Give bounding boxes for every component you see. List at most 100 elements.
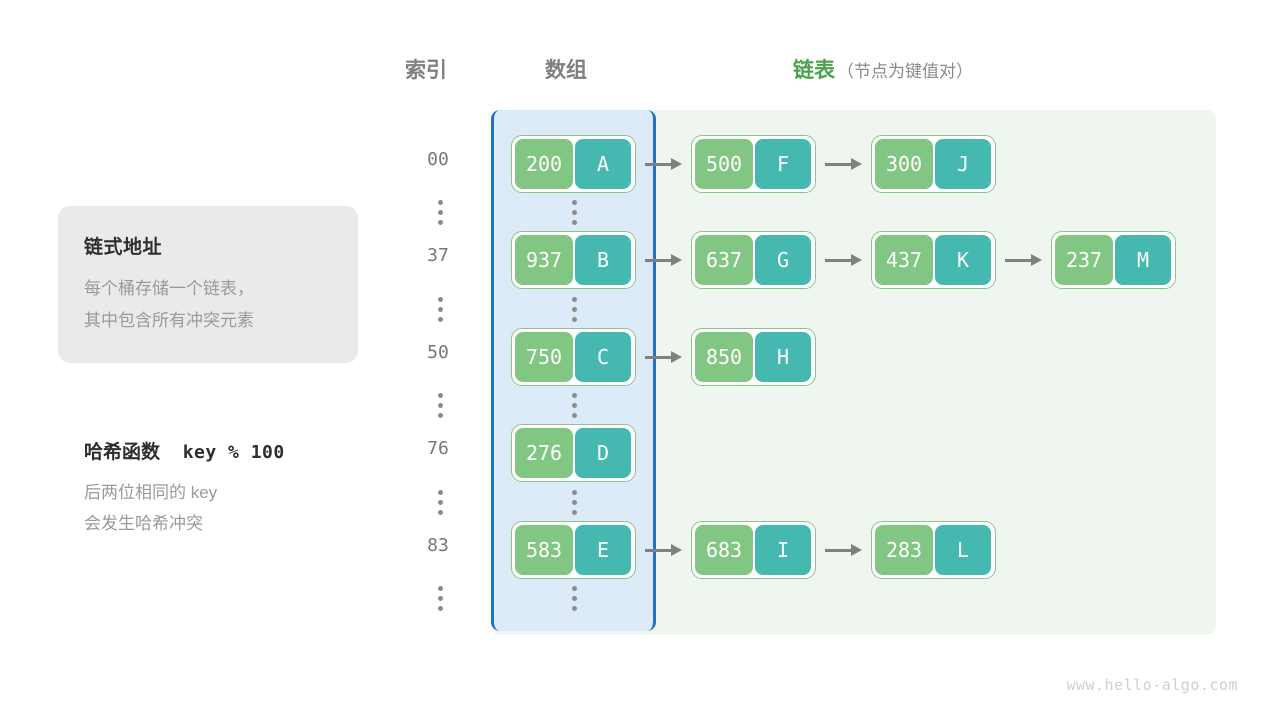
node-key: 683 [695,525,753,575]
chain-arrow [825,544,862,556]
dot [437,596,443,601]
column-header-array: 数组 [545,59,587,82]
column-header-linked-list-sub: （节点为键值对） [837,62,973,81]
node-value: G [755,235,811,285]
chain-arrow [1005,254,1042,266]
dot [571,220,577,225]
node-key: 437 [875,235,933,285]
dot [437,307,443,312]
index-ellipsis [435,490,445,515]
node-key: 937 [515,235,573,285]
arrow-head [671,254,682,266]
index-ellipsis [435,297,445,322]
array-ellipsis [569,393,579,418]
arrow-head [1031,254,1042,266]
dot [437,413,443,418]
dot [437,220,443,225]
node-value: C [575,332,631,382]
node-value: B [575,235,631,285]
arrow-shaft [825,259,852,262]
dot [437,200,443,205]
node-value: K [935,235,991,285]
dot [571,596,577,601]
dot [437,606,443,611]
dot [437,510,443,515]
node-key: 583 [515,525,573,575]
chain-arrow [645,544,682,556]
node-value: H [755,332,811,382]
chain-arrow [645,158,682,170]
arrow-shaft [1005,259,1032,262]
node-value: I [755,525,811,575]
arrow-head [851,158,862,170]
dot [571,403,577,408]
arrow-head [851,544,862,556]
chain-arrow [645,351,682,363]
arrow-shaft [825,163,852,166]
arrow-head [671,351,682,363]
dot [437,490,443,495]
dot [437,393,443,398]
node-key: 850 [695,332,753,382]
arrow-shaft [825,549,852,552]
chain-arrow [645,254,682,266]
node-key: 283 [875,525,933,575]
footer-watermark: www.hello-algo.com [1066,676,1238,694]
chain-arrow [825,254,862,266]
dot [437,586,443,591]
dot [571,510,577,515]
hash-function-description: 后两位相同的 key 会发生哈希冲突 [84,483,218,533]
arrow-head [671,158,682,170]
hash-function-label: 哈希函数 [84,442,161,463]
array-ellipsis [569,586,579,611]
node-key: 750 [515,332,573,382]
index-label: 76 [427,438,449,459]
dot [571,500,577,505]
chain-arrow [825,158,862,170]
node-key: 500 [695,139,753,189]
index-ellipsis [435,393,445,418]
array-ellipsis [569,490,579,515]
node-value: M [1115,235,1171,285]
node-key: 237 [1055,235,1113,285]
dot [437,210,443,215]
node-value: F [755,139,811,189]
dot [571,606,577,611]
index-label: 50 [427,342,449,363]
arrow-head [851,254,862,266]
dot [571,490,577,495]
node-value: A [575,139,631,189]
info-card-title: 链式地址 [84,237,163,258]
dot [571,317,577,322]
node-key: 300 [875,139,933,189]
index-label: 00 [427,149,449,170]
arrow-shaft [645,259,672,262]
dot [437,403,443,408]
array-ellipsis [569,200,579,225]
hash-function-expression: key % 100 [182,442,285,463]
arrow-shaft [645,356,672,359]
dot [437,500,443,505]
index-label: 37 [427,245,449,266]
column-header-linked-list-main: 链表 [793,59,835,82]
index-ellipsis [435,586,445,611]
index-ellipsis [435,200,445,225]
index-label: 83 [427,535,449,556]
dot [571,200,577,205]
dot [571,586,577,591]
info-card: 链式地址 每个桶存储一个链表， 其中包含所有冲突元素 [58,206,358,363]
column-header-index: 索引 [405,59,447,82]
dot [437,297,443,302]
dot [571,413,577,418]
arrow-shaft [645,549,672,552]
